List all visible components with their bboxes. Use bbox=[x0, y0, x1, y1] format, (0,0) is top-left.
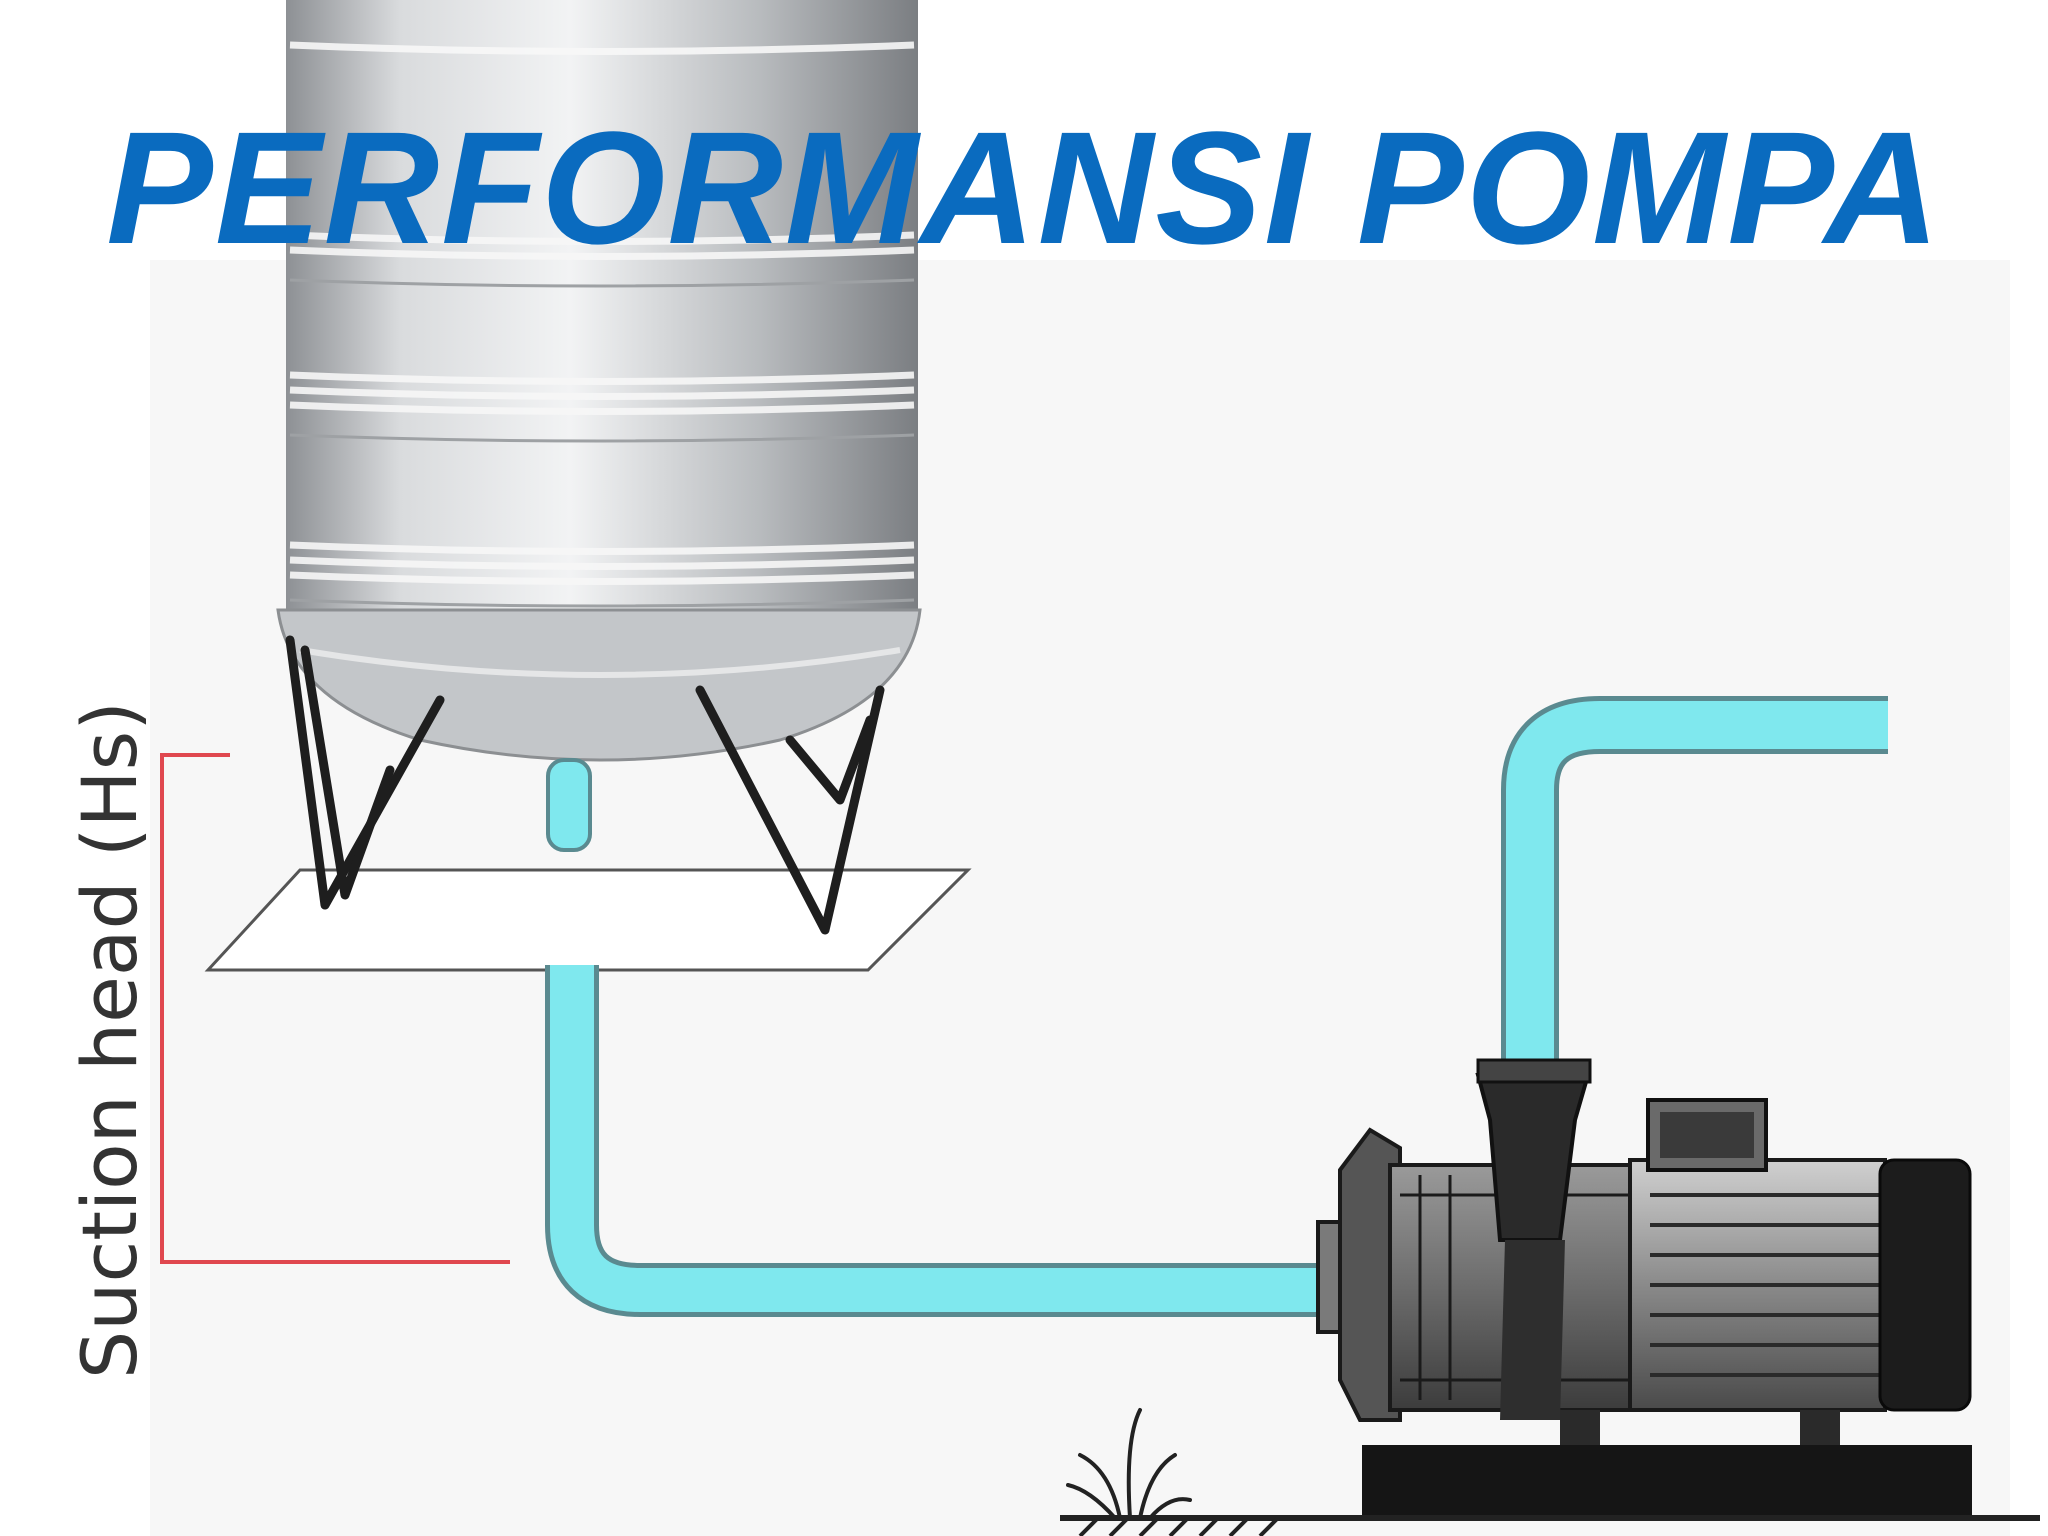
tank-platform bbox=[204, 868, 972, 972]
grass-tuft bbox=[1066, 1408, 1192, 1520]
centrifugal-pump bbox=[1316, 1058, 1972, 1445]
water-tank bbox=[276, 0, 922, 852]
suction-head-label: Suction head (Hs) bbox=[65, 701, 154, 1379]
ground bbox=[1060, 1408, 2040, 1536]
tank-bands bbox=[289, 41, 915, 585]
page-title: PERFORMANSI POMPA bbox=[106, 98, 1942, 277]
tank-outlet bbox=[546, 758, 592, 852]
pump-base bbox=[1362, 1445, 1972, 1515]
suction-head-bracket bbox=[160, 753, 510, 1264]
tank-legs bbox=[285, 635, 885, 935]
